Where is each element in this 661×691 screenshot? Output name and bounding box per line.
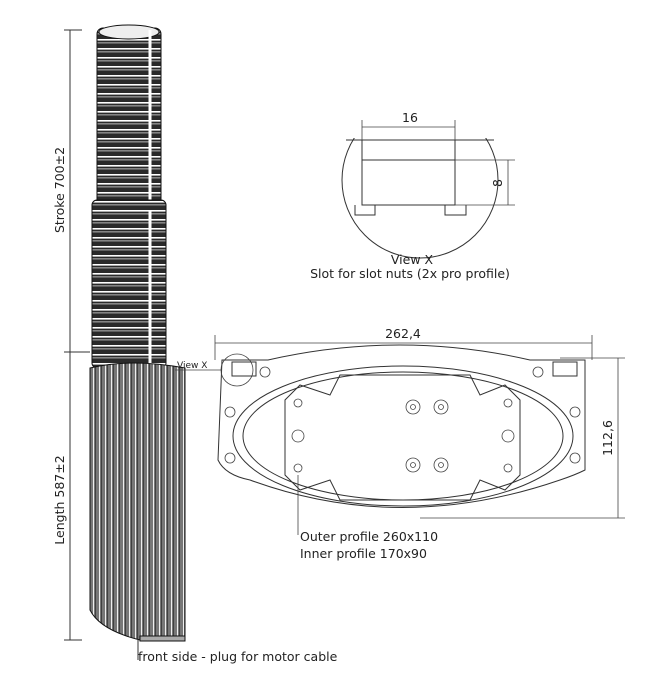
outer-profile-note: Outer profile 260x110: [300, 529, 438, 544]
profile-cross-section: 262,4 112,6 View X Outer profile 260x110…: [175, 326, 625, 561]
top-cap: [98, 24, 160, 40]
front-side-note: front side - plug for motor cable: [138, 649, 338, 664]
profile-width-dim: 262,4: [385, 326, 421, 341]
slot-caption: Slot for slot nuts (2x pro profile): [310, 266, 510, 281]
slot-width-dim: 16: [402, 110, 418, 125]
mounting-holes: [224, 366, 581, 473]
stroke-dimension: Stroke 700±2 Length 587±2: [52, 29, 90, 641]
inner-profile-note: Inner profile 170x90: [300, 546, 427, 561]
length-label: Length 587±2: [52, 455, 67, 544]
slot-height-dim: 8: [490, 179, 505, 187]
view-x-title: View X: [391, 252, 434, 267]
actuator-column: [89, 24, 186, 642]
slot-detail-view: 16 8 View X Slot for slot nuts (2x pro p…: [310, 110, 515, 281]
stroke-label: Stroke 700±2: [52, 147, 67, 233]
base-housing: [89, 362, 186, 641]
middle-stage: [91, 199, 167, 369]
view-x-marker: View X: [177, 361, 207, 371]
profile-height-dim: 112,6: [600, 420, 615, 456]
